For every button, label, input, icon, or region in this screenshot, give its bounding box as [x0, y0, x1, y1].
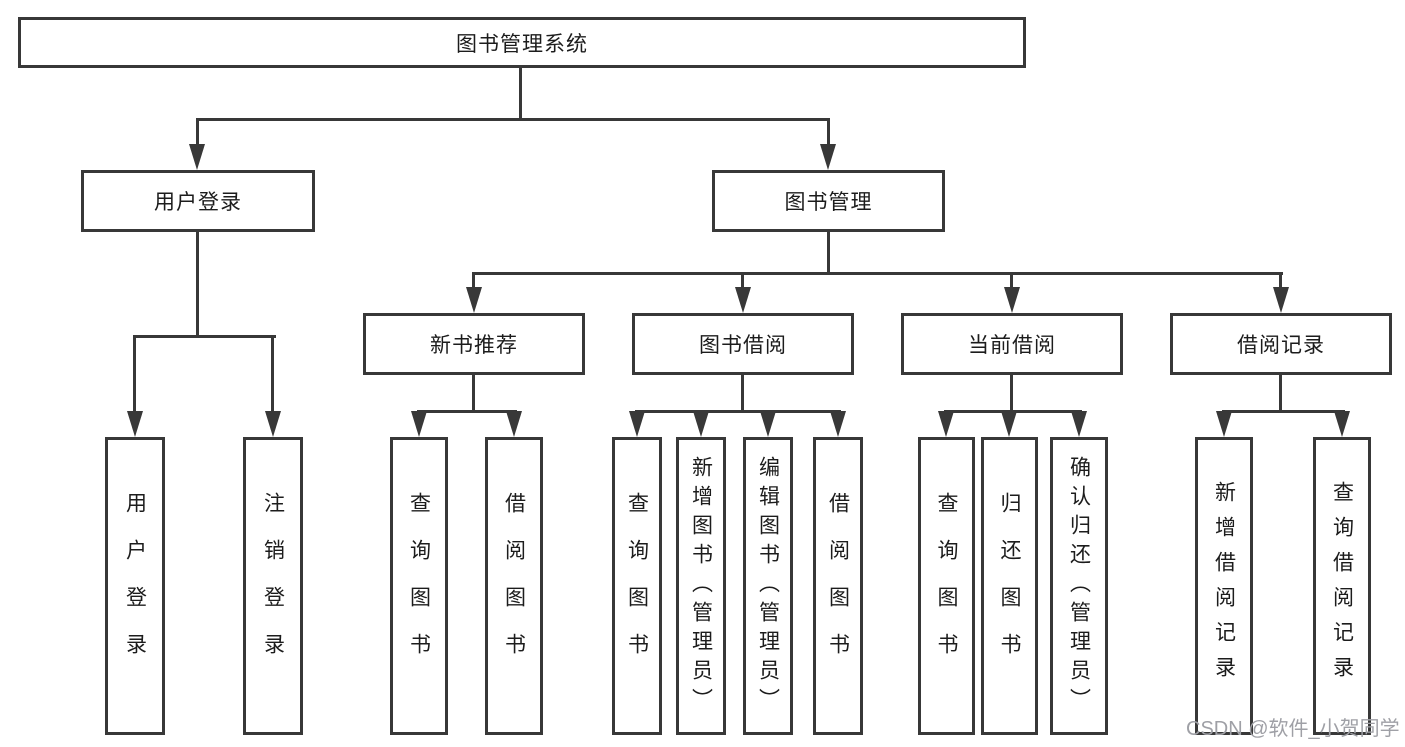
node-library-management-system: 图书管理系统	[18, 17, 1026, 68]
arrow-down-icon	[1216, 411, 1232, 437]
leaf-add-borrow-record: 新增借阅记录	[1195, 437, 1253, 735]
connector-user-login-stub	[196, 232, 199, 335]
connector-drop-book-management	[827, 118, 830, 146]
leaf-query-borrow-record: 查询借阅记录	[1313, 437, 1371, 735]
arrow-down-icon	[127, 411, 143, 437]
arrow-down-icon	[1273, 287, 1289, 313]
leaf-edit-books-admin: 编辑图书（管理员）	[743, 437, 793, 735]
node-label: 查询图书	[625, 492, 649, 680]
leaf-return-books: 归还图书	[981, 437, 1038, 735]
connector-drop-user-login	[196, 118, 199, 146]
node-book-borrowing: 图书借阅	[632, 313, 854, 375]
leaf-borrow-books-recommend: 借阅图书	[485, 437, 543, 735]
leaf-user-login: 用户登录	[105, 437, 165, 735]
arrow-down-icon	[265, 411, 281, 437]
connector-drop-current-borrow	[1010, 272, 1013, 289]
leaf-confirm-return-admin: 确认归还（管理员）	[1050, 437, 1108, 735]
connector-user-login-branch	[133, 335, 276, 338]
connector-current-borrow-stub	[1010, 375, 1013, 413]
node-label: 图书管理	[784, 191, 873, 214]
node-label: 查询借阅记录	[1330, 481, 1354, 691]
node-current-borrowing: 当前借阅	[901, 313, 1123, 375]
connector-drop-login-leaf	[133, 335, 136, 413]
node-borrowing-records: 借阅记录	[1170, 313, 1392, 375]
node-label: 新增借阅记录	[1212, 481, 1236, 691]
connector-borrow-record-stub	[1279, 375, 1282, 413]
arrow-down-icon	[693, 411, 709, 437]
connector-book-management-branch	[472, 272, 1283, 275]
node-label: 图书借阅	[699, 334, 787, 357]
arrow-down-icon	[1001, 411, 1017, 437]
arrow-down-icon	[1004, 287, 1020, 313]
node-label: 查询图书	[935, 492, 958, 680]
connector-root-stub	[519, 68, 522, 120]
connector-drop-borrow-record	[1279, 272, 1282, 289]
node-label: 图书管理系统	[456, 32, 588, 56]
leaf-borrow-books-borrowing: 借阅图书	[813, 437, 863, 735]
leaf-query-books-recommend: 查询图书	[390, 437, 448, 735]
arrow-down-icon	[830, 411, 846, 437]
node-label: 借阅图书	[826, 492, 850, 680]
arrow-down-icon	[506, 411, 522, 437]
connector-drop-book-borrow	[741, 272, 744, 289]
arrow-down-icon	[629, 411, 645, 437]
node-label: 注销登录	[261, 492, 285, 680]
connector-drop-logout-leaf	[271, 335, 274, 413]
node-label: 查询图书	[407, 492, 431, 680]
arrow-down-icon	[1071, 411, 1087, 437]
node-label: 借阅图书	[502, 492, 526, 680]
connector-book-borrow-stub	[741, 375, 744, 413]
connector-new-book-branch	[417, 410, 517, 413]
node-new-book-recommend: 新书推荐	[363, 313, 585, 375]
connector-new-book-stub	[472, 375, 475, 413]
arrow-down-icon	[735, 287, 751, 313]
arrow-down-icon	[466, 287, 482, 313]
node-label: 借阅记录	[1237, 334, 1325, 357]
arrow-down-icon	[411, 411, 427, 437]
leaf-logout: 注销登录	[243, 437, 303, 735]
connector-root-branch	[196, 118, 830, 121]
connector-borrow-record-branch	[1222, 410, 1345, 413]
node-label: 新书推荐	[430, 334, 518, 357]
node-label: 编辑图书（管理员）	[756, 455, 780, 717]
node-label: 用户登录	[123, 492, 147, 680]
leaf-query-books-current: 查询图书	[918, 437, 975, 735]
node-user-login: 用户登录	[81, 170, 315, 232]
arrow-down-icon	[820, 144, 836, 170]
arrow-down-icon	[1334, 411, 1350, 437]
arrow-down-icon	[760, 411, 776, 437]
node-label: 确认归还（管理员）	[1067, 455, 1091, 717]
arrow-down-icon	[938, 411, 954, 437]
node-label: 当前借阅	[968, 334, 1056, 357]
node-book-management: 图书管理	[712, 170, 945, 232]
node-label: 新增图书（管理员）	[689, 455, 713, 717]
leaf-add-books-admin: 新增图书（管理员）	[676, 437, 726, 735]
connector-book-borrow-branch	[635, 410, 841, 413]
arrow-down-icon	[189, 144, 205, 170]
connector-drop-new-book	[472, 272, 475, 289]
leaf-query-books-borrowing: 查询图书	[612, 437, 662, 735]
connector-book-management-stub	[827, 232, 830, 272]
node-label: 用户登录	[154, 191, 242, 214]
node-label: 归还图书	[998, 492, 1021, 680]
csdn-watermark: CSDN @软件_小贺同学	[1186, 718, 1400, 740]
